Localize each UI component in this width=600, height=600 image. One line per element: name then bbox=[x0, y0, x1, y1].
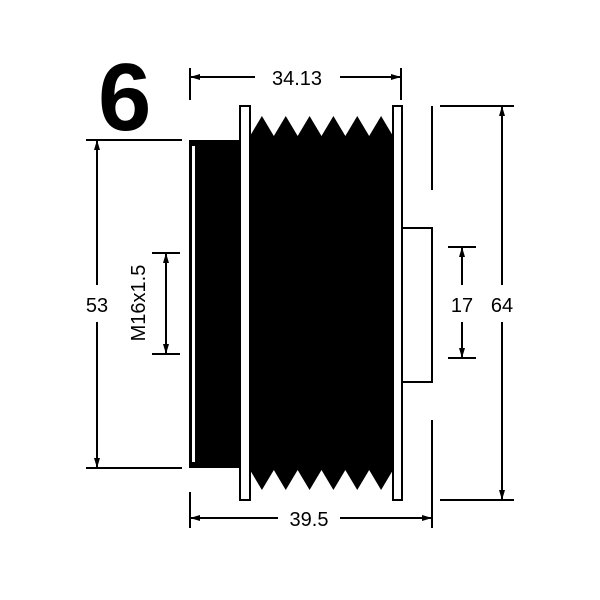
left-hub bbox=[189, 140, 241, 468]
part-number: 6 bbox=[98, 44, 151, 151]
dim-top-label: 34.13 bbox=[272, 68, 322, 90]
dim-thread-label: M16x1.5 bbox=[128, 265, 150, 342]
dim-hub bbox=[86, 139, 182, 469]
right-hub bbox=[401, 227, 433, 383]
right-flange bbox=[392, 105, 403, 501]
dim-top bbox=[189, 68, 402, 100]
dim-outer-label: 64 bbox=[491, 295, 513, 317]
dim-bore bbox=[448, 246, 476, 359]
dim-hub-label: 53 bbox=[86, 295, 108, 317]
dim-outer bbox=[431, 105, 514, 501]
pulley-body bbox=[250, 116, 393, 490]
dim-bore-label: 17 bbox=[451, 295, 473, 317]
dim-bottom-label: 39.5 bbox=[290, 509, 329, 531]
left-flange bbox=[239, 105, 251, 501]
dim-bottom bbox=[189, 420, 433, 528]
dim-thread bbox=[152, 252, 180, 355]
